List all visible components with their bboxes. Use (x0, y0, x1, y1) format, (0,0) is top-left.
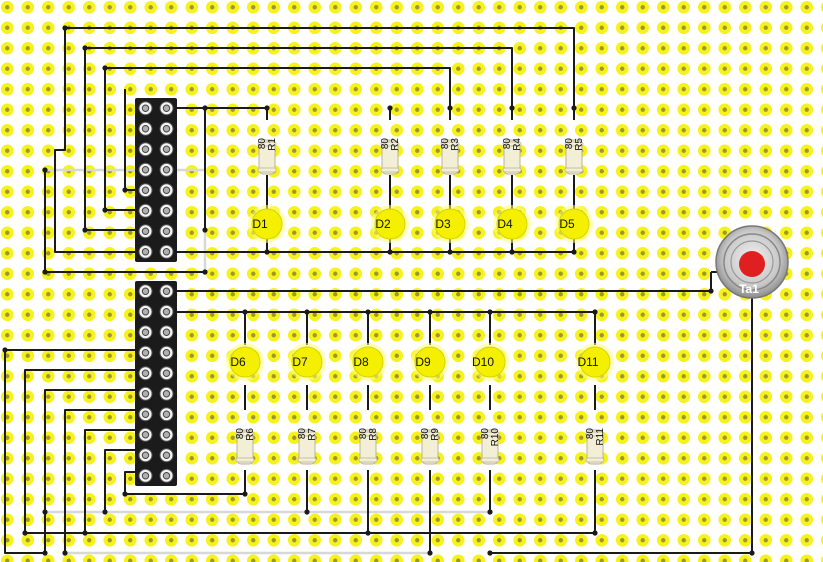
led-label: D11 (577, 355, 598, 369)
led-label: D8 (353, 355, 369, 369)
push-button[interactable]: Ta1 (715, 225, 789, 299)
led-label: D3 (435, 217, 451, 231)
resistor-value: 80 (380, 138, 391, 150)
resistor-value: 80 (358, 428, 369, 440)
resistor-value: 80 (480, 428, 491, 440)
resistor-value: 80 (257, 138, 268, 150)
led-d11[interactable]: D11 (576, 343, 614, 381)
resistor-value: 80 (585, 428, 596, 440)
led-label: D7 (292, 355, 308, 369)
resistor-value: 80 (564, 138, 575, 150)
resistor-label: R10 (490, 428, 501, 447)
resistor-label: R9 (430, 428, 441, 441)
pin-header (135, 98, 177, 262)
resistor-label: R1 (267, 138, 278, 151)
led-d9[interactable]: D9 (411, 343, 449, 381)
resistor-label: R8 (368, 428, 379, 441)
led-d3[interactable]: D3 (431, 205, 469, 243)
led-d4[interactable]: D4 (493, 205, 531, 243)
resistor-value: 80 (440, 138, 451, 150)
led-label: D5 (559, 217, 575, 231)
led-d5[interactable]: D5 (555, 205, 593, 243)
resistor-label: R11 (595, 428, 606, 446)
resistor-label: R5 (574, 138, 585, 151)
resistor-label: R4 (512, 138, 523, 151)
led-d1[interactable]: D1 (248, 205, 286, 243)
led-label: D1 (252, 217, 268, 231)
led-label: D6 (230, 355, 246, 369)
led-d8[interactable]: D8 (349, 343, 387, 381)
led-label: D9 (415, 355, 431, 369)
button-cap[interactable] (739, 251, 765, 277)
resistor-value: 80 (420, 428, 431, 440)
resistor-label: R3 (450, 138, 461, 151)
led-label: D10 (472, 355, 494, 369)
led-d6[interactable]: D6 (226, 343, 264, 381)
led-d2[interactable]: D2 (371, 205, 409, 243)
pin-headers (135, 98, 177, 486)
resistor-label: R2 (390, 138, 401, 151)
led-label: D4 (497, 217, 513, 231)
resistor-value: 80 (235, 428, 246, 440)
led-d10[interactable]: D10 (471, 343, 509, 381)
resistor-label: R6 (245, 428, 256, 441)
resistor-value: 80 (297, 428, 308, 440)
led-label: D2 (375, 217, 391, 231)
pin-header (135, 281, 177, 486)
resistor-label: R7 (307, 428, 318, 441)
led-d7[interactable]: D7 (288, 343, 326, 381)
resistor-value: 80 (502, 138, 513, 150)
button-label: Ta1 (739, 282, 759, 296)
